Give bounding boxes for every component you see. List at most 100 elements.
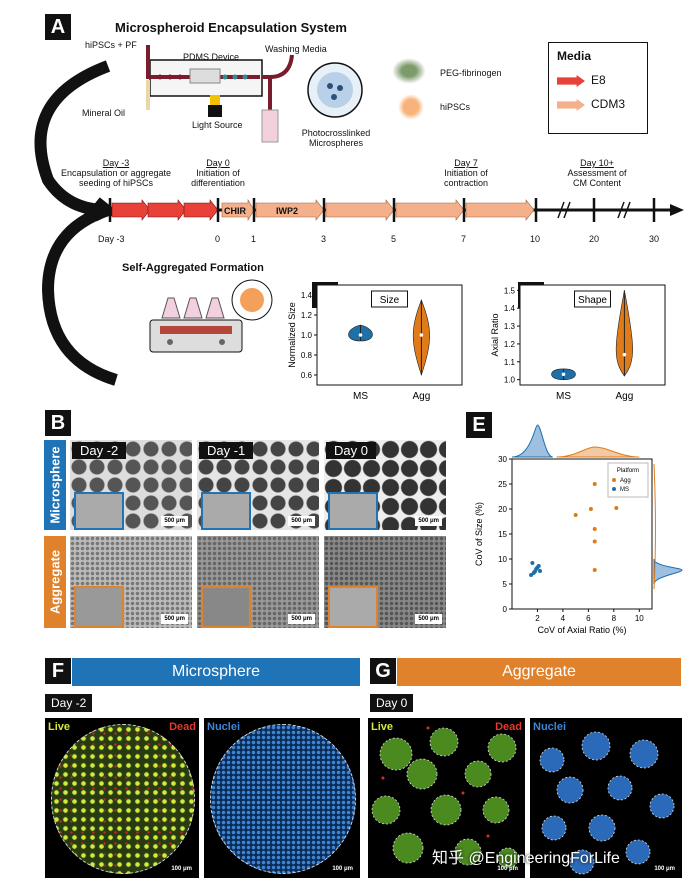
title-frame [371, 290, 408, 308]
violin-median [358, 333, 363, 337]
agg-title: Self-Aggregated Formation [122, 262, 264, 274]
y-tick-label: 10 [498, 555, 507, 564]
micrograph-agg-day-1: 500 μm [197, 536, 319, 628]
y-tick-label: 30 [498, 455, 507, 464]
y-tick-label: 0.8 [301, 351, 313, 360]
violin-median [419, 333, 424, 337]
panel-b-letter: B [45, 410, 71, 436]
y-tick-label: 1.5 [504, 286, 516, 295]
chart-title: Size [380, 295, 400, 306]
drug-iwp2: IWP2 [276, 206, 299, 216]
fluor-ms-nuclei: Nuclei 100 μm [204, 718, 360, 878]
scatter-point-agg [592, 539, 597, 544]
violin-median [561, 372, 566, 377]
media-title: Media [557, 49, 592, 63]
scatter-point-ms [530, 561, 535, 565]
peg-fibrinogen-icon [392, 58, 426, 84]
y-tick-label: 5 [503, 580, 508, 589]
tick-7: 7 [461, 234, 467, 244]
y-axis-label: CoV of Size (%) [474, 502, 484, 566]
x-tick-label: 10 [635, 614, 644, 623]
hipscs-icon [398, 94, 424, 120]
y-tick-label: 1.3 [504, 322, 516, 331]
chart-title: Shape [578, 295, 607, 306]
scatter-point-agg [614, 506, 619, 510]
marginal-x-agg [556, 446, 640, 458]
y-tick-label: 1.0 [504, 376, 516, 385]
label-light-source: Light Source [192, 120, 243, 130]
tick-20: 20 [589, 234, 600, 244]
curved-arrows-icon [34, 60, 118, 386]
chart-title-box: Shape [574, 290, 611, 308]
drug-chir: CHIR [224, 206, 246, 216]
y-tick-label: 1.0 [301, 331, 313, 340]
scatter-point-ms [531, 571, 536, 575]
x-tick-label: MS [556, 391, 571, 402]
marginal-y-agg [653, 463, 656, 590]
y-tick-label: 1.4 [301, 291, 313, 300]
x-tick-label: 2 [535, 614, 540, 623]
event-day-10: Day 10+ Assessment of CM Content [567, 158, 627, 188]
media-legend: Media E8 CDM3 [548, 42, 648, 134]
label-pdms: PDMS Device [183, 52, 240, 62]
x-tick-label: 4 [561, 614, 566, 623]
tick-3: 3 [321, 234, 327, 244]
legend-label-agg: Agg [620, 478, 631, 484]
x-tick-label: MS [353, 391, 368, 402]
panel-f-letter: F [45, 658, 71, 684]
fluor-agg-live-dead: Live Dead 100 μm [368, 718, 525, 878]
y-tick-label: 0 [503, 605, 508, 614]
tick-day-minus3: Day -3 [98, 234, 125, 244]
marginal-x-ms [511, 424, 553, 458]
event-day-0: Day 0 Initiation of differentiation [191, 158, 245, 188]
y-tick-label: 20 [498, 505, 507, 514]
violin-median [622, 352, 627, 357]
legend-marker-agg [612, 478, 616, 482]
legend-marker-ms [612, 487, 616, 491]
label-hipscs: hiPSCs [440, 102, 471, 112]
legend-label-ms: MS [620, 487, 629, 493]
fluor-agg-nuclei: Nuclei 100 μm [530, 718, 682, 878]
panel-a-title: Microspheroid Encapsulation System [115, 20, 347, 35]
media-cdm3: CDM3 [591, 97, 626, 111]
label-peg: PEG-fibrinogen [440, 68, 502, 78]
scatter-point-agg [592, 568, 597, 572]
x-tick-label: Agg [616, 391, 634, 402]
tick-5: 5 [391, 234, 397, 244]
y-tick-label: 1.1 [504, 358, 516, 367]
panel-a-letter: A [45, 14, 71, 40]
y-axis-label: Normalized Size [287, 302, 297, 368]
row-label-aggregate: Aggregate [44, 536, 66, 628]
label-washing: Washing Media [265, 44, 327, 54]
x-tick-label: 6 [586, 614, 591, 623]
event-day-minus3: Day -3 Encapsulation or aggregate seedin… [60, 158, 172, 188]
scatter-point-ms [535, 565, 540, 570]
scatter-point-ms [538, 569, 542, 573]
media-e8: E8 [591, 73, 606, 87]
scatter-point-agg [573, 513, 578, 517]
scatter-point-agg [588, 507, 593, 511]
e8-arrow-icon [557, 75, 585, 87]
y-tick-label: 15 [498, 530, 507, 539]
y-axis-label: Axial Ratio [490, 313, 500, 356]
y-tick-label: 0.6 [301, 371, 313, 380]
label-mineral-oil: Mineral Oil [82, 108, 126, 118]
label-hipscs-pf: hiPSCs + PF [85, 40, 137, 50]
panel-g-letter: G [370, 658, 396, 684]
y-tick-label: 1.4 [504, 304, 516, 313]
marginal-y-ms [653, 558, 683, 585]
microspheres-zoom-icon [307, 62, 363, 118]
scatter-point-agg [592, 482, 597, 486]
stir-plate-icon [149, 279, 273, 353]
fluor-ms-live-dead: Live Dead 100 μm [45, 718, 199, 878]
y-tick-label: 25 [498, 480, 507, 489]
tick-10: 10 [530, 234, 541, 244]
scatter-point-agg [592, 527, 597, 531]
event-day-7: Day 7 Initiation of contraction [443, 158, 489, 188]
panel-e-letter: E [466, 412, 492, 438]
y-tick-label: 1.2 [301, 311, 313, 320]
